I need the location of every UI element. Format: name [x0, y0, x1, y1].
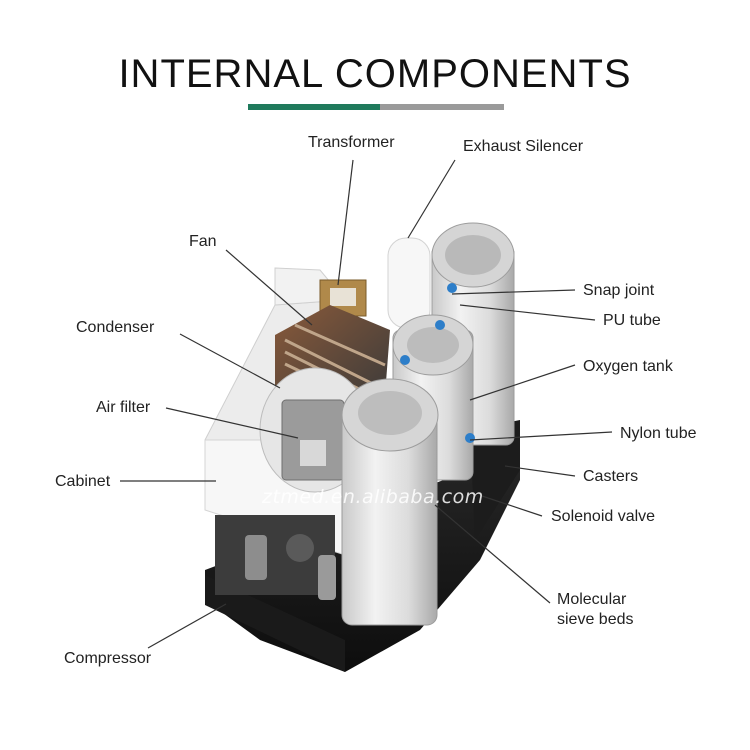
label-air-filter: Air filter: [96, 399, 151, 416]
label-oxygen-tank: Oxygen tank: [583, 358, 673, 375]
leader-solenoid-valve: [481, 495, 543, 517]
watermark-text: ztmed.en.alibaba.com: [262, 486, 484, 508]
label-snap-joint: Snap joint: [583, 282, 655, 299]
leader-exhaust-silencer: [407, 159, 456, 239]
molecular-sieve-bed-front: [341, 378, 439, 626]
page-title: INTERNAL COMPONENTS: [118, 52, 632, 96]
label-compressor: Compressor: [64, 650, 152, 667]
title-underline-green: [248, 104, 380, 110]
leader-lines: [120, 159, 613, 649]
compressor-area: [215, 515, 336, 600]
label-cabinet: Cabinet: [55, 473, 111, 490]
leader-condenser: [179, 333, 281, 389]
leader-transformer: [337, 159, 354, 286]
label-condenser: Condenser: [76, 319, 155, 336]
air-filter-part: [281, 399, 345, 481]
label-nylon-tube: Nylon tube: [620, 425, 697, 442]
leader-snap-joint: [451, 289, 576, 295]
leader-pu-tube: [459, 304, 596, 321]
label-solenoid-valve: Solenoid valve: [551, 508, 656, 525]
leader-compressor: [147, 603, 227, 649]
label-fan: Fan: [189, 233, 217, 250]
label-pu-tube: PU tube: [603, 312, 661, 329]
label-casters: Casters: [583, 468, 639, 485]
leader-casters: [504, 465, 576, 477]
title-underline-gray: [380, 104, 504, 110]
leader-fan: [225, 249, 313, 326]
leader-air-filter: [165, 407, 299, 439]
base-plate-right: [470, 420, 520, 540]
label-exhaust-silencer: Exhaust Silencer: [463, 138, 584, 155]
tube-joints: [400, 283, 475, 443]
leader-molecular-sieve-beds: [434, 504, 551, 604]
label-transformer: Transformer: [308, 134, 395, 151]
label-molecular-sieve-beds-line1: Molecular: [557, 591, 627, 608]
label-molecular-sieve-beds-line2: sieve beds: [557, 611, 634, 628]
leader-oxygen-tank: [469, 364, 576, 401]
leader-nylon-tube: [469, 431, 613, 441]
exhaust-silencer-part: [387, 237, 431, 329]
